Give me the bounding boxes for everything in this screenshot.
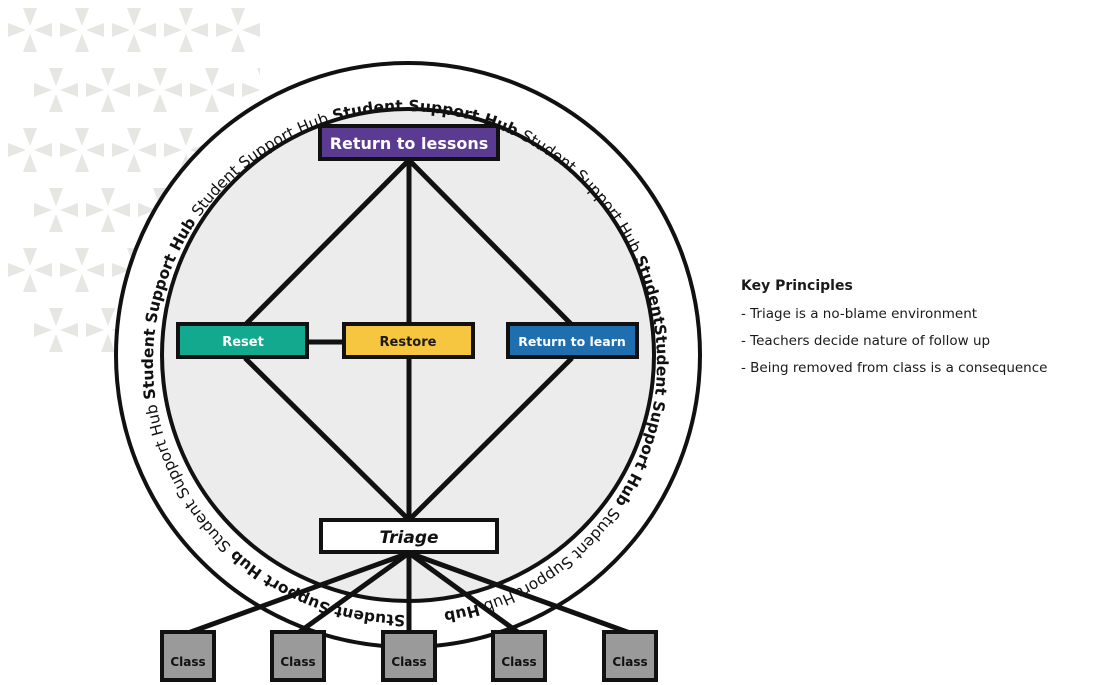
pattern-star xyxy=(34,308,78,352)
pattern-star xyxy=(34,68,78,112)
class-box-2: Class xyxy=(270,630,326,682)
line-reset-triage xyxy=(243,356,411,522)
node-reset: Reset xyxy=(176,322,309,359)
class-4-rect xyxy=(491,630,547,682)
principle-item: - Being removed from class is a conseque… xyxy=(741,360,1048,376)
pattern-star xyxy=(8,128,52,172)
pattern-star xyxy=(8,248,52,292)
class-1-rect xyxy=(160,630,216,682)
pattern-star xyxy=(112,8,156,52)
class-2-rect xyxy=(270,630,326,682)
pattern-star xyxy=(60,8,104,52)
pattern-star xyxy=(60,248,104,292)
line-triage-class-1 xyxy=(187,550,410,636)
class-box-3: Class xyxy=(381,630,437,682)
line-triage-class-4 xyxy=(407,550,521,636)
line-triage-class-2 xyxy=(296,550,411,636)
reset-box xyxy=(176,322,309,359)
pattern-star xyxy=(86,68,130,112)
pattern-star xyxy=(8,8,52,52)
return-to-lessons-box xyxy=(318,124,500,161)
line-learn-triage xyxy=(407,356,574,522)
triage-box xyxy=(319,518,499,554)
return-to-learn-label: Return to learn xyxy=(518,334,626,349)
connector-lines xyxy=(187,158,631,636)
node-return-to-learn: Return to learn xyxy=(506,322,639,359)
return-to-lessons-label: Return to lessons xyxy=(330,134,489,153)
node-restore: Restore xyxy=(342,322,475,359)
class-5-rect xyxy=(602,630,658,682)
restore-label: Restore xyxy=(380,335,437,350)
node-triage: Triage xyxy=(319,518,499,554)
pattern-star xyxy=(216,8,260,52)
class-5-label: Class xyxy=(612,655,647,669)
line-lessons-reset xyxy=(243,158,411,327)
pattern-star xyxy=(190,68,234,112)
class-boxes: Class Class Class Class Class xyxy=(160,630,658,682)
principle-item: - Teachers decide nature of follow up xyxy=(741,333,991,349)
key-principles-title: Key Principles xyxy=(741,278,853,294)
class-box-4: Class xyxy=(491,630,547,682)
class-3-rect xyxy=(381,630,437,682)
return-to-learn-box xyxy=(506,322,639,359)
node-return-to-lessons: Return to lessons xyxy=(318,124,500,161)
restore-box xyxy=(342,322,475,359)
pattern-star xyxy=(164,8,208,52)
line-triage-class-5 xyxy=(408,550,631,636)
class-box-5: Class xyxy=(602,630,658,682)
key-principles-panel: Key Principles - Triage is a no-blame en… xyxy=(741,278,1111,387)
pattern-star xyxy=(138,68,182,112)
reset-label: Reset xyxy=(222,335,264,350)
key-principles-list: - Triage is a no-blame environment - Tea… xyxy=(741,306,1111,376)
triage-label: Triage xyxy=(379,528,438,548)
class-box-1: Class xyxy=(160,630,216,682)
class-3-label: Class xyxy=(391,655,426,669)
pattern-star xyxy=(60,128,104,172)
principle-item: - Triage is a no-blame environment xyxy=(741,306,978,322)
class-1-label: Class xyxy=(170,655,205,669)
class-4-label: Class xyxy=(501,655,536,669)
line-lessons-learn xyxy=(407,158,574,327)
class-2-label: Class xyxy=(280,655,315,669)
pattern-star xyxy=(112,128,156,172)
pattern-star xyxy=(34,188,78,232)
pattern-star xyxy=(86,188,130,232)
